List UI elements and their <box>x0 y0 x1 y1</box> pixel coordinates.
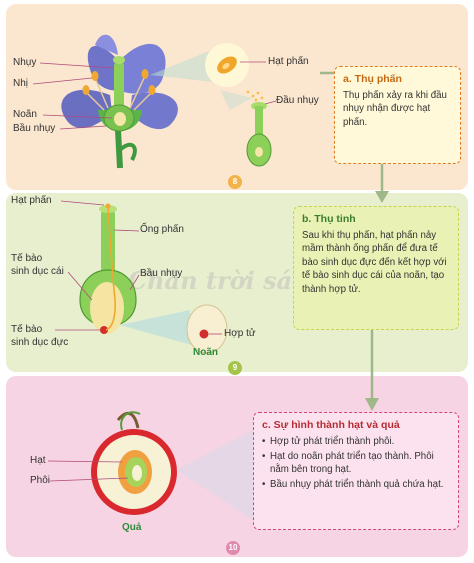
bullet-item: Hạt do noãn phát triển tạo thành. Phôi n… <box>262 450 450 476</box>
figure-number-9: 9 <box>228 361 242 375</box>
label-hat-phan-a: Hạt phấn <box>268 56 309 67</box>
fruit-cross-section <box>47 411 177 515</box>
pollen-dots <box>246 90 264 102</box>
pollen-tube-diagram <box>55 200 140 334</box>
seed-fruit-info-box: c. Sự hình thành hạt và quả Hợp tử phát … <box>253 412 459 530</box>
fertilization-title: b. Thụ tinh <box>302 213 356 225</box>
label-nhuy: Nhụy <box>13 57 37 68</box>
bullet-item: Bầu nhụy phát triển thành quả chứa hạt. <box>262 478 450 491</box>
pollination-title: a. Thụ phấn <box>343 73 402 85</box>
fertilization-text: Sau khi thụ phấn, hạt phấn nảy mầm thành… <box>302 230 447 295</box>
label-ong-phan: Ống phấn <box>140 224 184 235</box>
seed-fruit-title: c. Sự hình thành hạt và quả <box>262 419 400 431</box>
seed-fruit-bullets: Hợp tử phát triển thành phôi. Hạt do noã… <box>262 435 450 491</box>
label-bau-nhuy-b: Bầu nhụy <box>140 268 183 279</box>
label-noan: Noãn <box>13 109 37 120</box>
label-hop-tu: Hợp tử <box>224 328 256 339</box>
label-te-bao-duc-2: sinh dục đực <box>11 337 69 348</box>
label-hat-phan-b: Hạt phấn <box>11 195 52 206</box>
label-te-bao-duc-1: Tế bào <box>11 324 43 335</box>
label-phoi: Phôi <box>30 475 51 486</box>
label-hat: Hạt <box>30 455 46 466</box>
pollination-info-box: a. Thụ phấn Thụ phấn xảy ra khi đầu nhụy… <box>334 66 461 164</box>
label-nhi: Nhị <box>13 78 29 89</box>
pollen-grain-zoom <box>205 43 266 87</box>
ovule-zygote-diagram <box>186 304 228 354</box>
label-te-bao-cai-2: sinh dục cái <box>11 266 64 277</box>
label-bau-nhuy: Bầu nhụy <box>13 123 56 134</box>
flower-illustration <box>32 34 178 169</box>
figure-number-8: 8 <box>228 175 242 189</box>
pistil-stigma-diagram <box>246 100 277 167</box>
pollination-text: Thụ phấn xảy ra khi đầu nhụy nhận được h… <box>343 90 447 128</box>
label-te-bao-cai-1: Tế bào <box>11 253 43 264</box>
label-dau-nhuy: Đầu nhụy <box>276 95 319 106</box>
flow-arrow-b-to-c <box>365 330 379 411</box>
bullet-item: Hợp tử phát triển thành phôi. <box>262 435 450 448</box>
label-qua: Quả <box>122 522 142 533</box>
figure-number-10: 10 <box>226 541 240 555</box>
label-noan-b: Noãn <box>193 347 218 358</box>
fertilization-info-box: b. Thụ tinh Sau khi thụ phấn, hạt phấn n… <box>293 206 459 330</box>
